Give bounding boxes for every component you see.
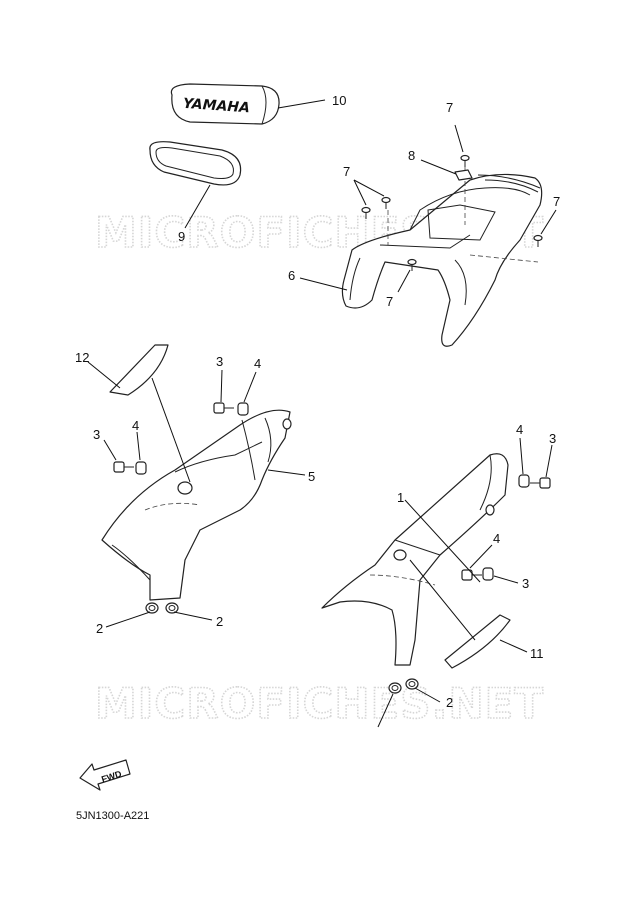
diagram-code: 5JN1300-A221 <box>76 810 150 822</box>
callout-3-upper-right: 3 <box>549 431 556 446</box>
callout-4-upper-left: 4 <box>254 356 261 371</box>
callout-5: 5 <box>308 469 315 484</box>
callout-4-left: 4 <box>132 418 139 433</box>
bolts-left <box>113 402 249 475</box>
callout-2-right: 2 <box>446 695 453 710</box>
screw-group-top <box>361 154 543 271</box>
right-side-cover-part <box>321 453 509 666</box>
callout-7-right: 7 <box>553 194 560 209</box>
grommets-right <box>388 678 419 694</box>
left-side-cover-part <box>101 409 292 601</box>
callout-labels: 10 9 7 8 7 7 6 7 12 3 4 3 4 5 2 2 1 4 3 … <box>75 93 560 710</box>
gasket-part <box>149 141 242 186</box>
callout-2-left-a: 2 <box>96 621 103 636</box>
callout-2-left-b: 2 <box>216 614 223 629</box>
yamaha-logo-text: YAMAHA <box>182 96 250 117</box>
callout-12: 12 <box>75 350 89 365</box>
callout-11: 11 <box>530 646 544 661</box>
callout-7-left: 7 <box>343 164 350 179</box>
callout-4-right: 4 <box>493 531 500 546</box>
leader-lines <box>87 99 557 728</box>
callout-7-top: 7 <box>446 100 453 115</box>
callout-6: 6 <box>288 268 295 283</box>
callout-3-right: 3 <box>522 576 529 591</box>
callout-4-upper-right: 4 <box>516 422 523 437</box>
callout-10: 10 <box>332 93 346 108</box>
callout-8: 8 <box>408 148 415 163</box>
decal-strip-left-part <box>109 344 169 396</box>
callout-3-upper-left: 3 <box>216 354 223 369</box>
callout-3-left: 3 <box>93 427 100 442</box>
grommets-left <box>145 602 179 614</box>
callout-9: 9 <box>178 229 185 244</box>
decal-strip-right-part <box>444 614 511 669</box>
yamaha-emblem-part: YAMAHA <box>170 83 280 125</box>
callout-1: 1 <box>397 490 404 505</box>
callout-7-bottom: 7 <box>386 294 393 309</box>
watermark-bottom: MICROFICHES.NET <box>95 679 544 728</box>
fwd-arrow-icon: FWD <box>79 759 131 791</box>
